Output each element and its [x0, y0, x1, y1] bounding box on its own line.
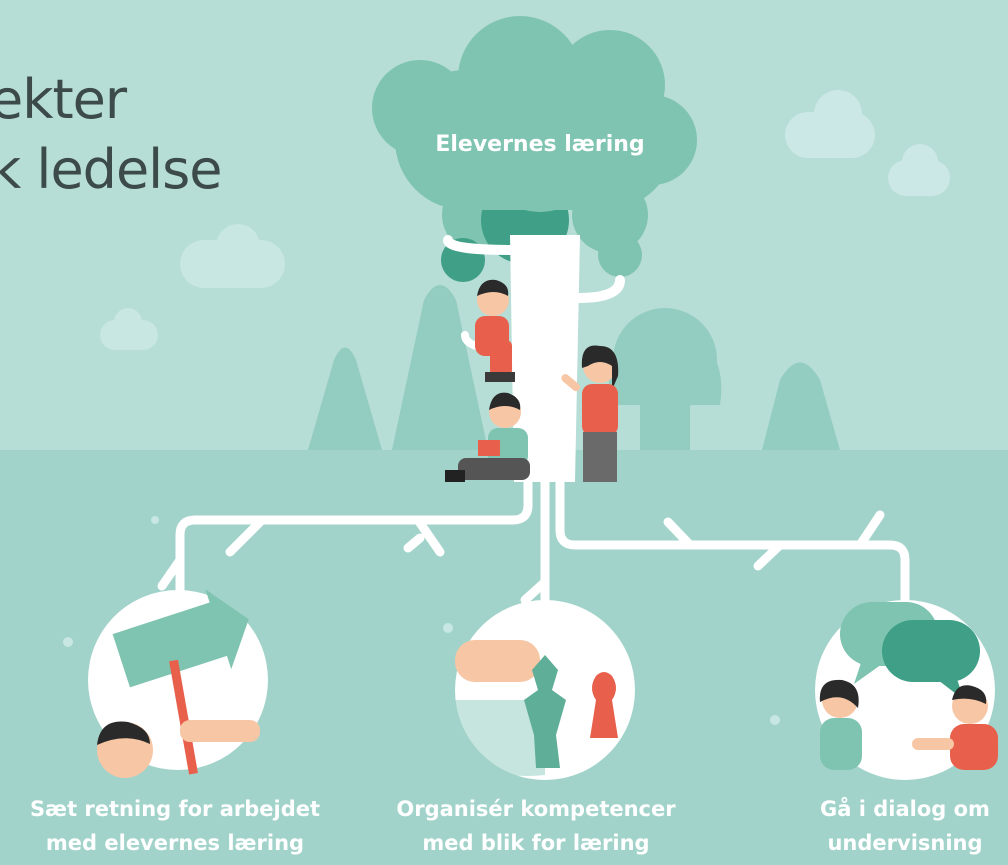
title-line-2: k ledelse	[0, 138, 223, 201]
cloud-icon	[785, 90, 875, 158]
root-branches	[157, 475, 910, 617]
branch-caption-dialog: Gå i dialog om undervisning	[790, 792, 1008, 860]
background-tree-icon	[608, 308, 722, 450]
speech-bubbles-icon	[815, 600, 998, 780]
caption-line: med elevernes læring	[45, 831, 305, 855]
background-tree-icon	[392, 285, 488, 450]
background-tree-icon	[308, 347, 382, 450]
title-line-1: ekter	[0, 68, 127, 131]
branch-caption-competencies: Organisér kompetencer med blik for lærin…	[366, 792, 706, 860]
child-sitting-reading	[445, 392, 530, 482]
signpost-icon	[88, 589, 268, 778]
caption-line: med blik for læring	[422, 831, 650, 855]
tree-trunk	[510, 235, 580, 482]
cloud-icon	[180, 224, 285, 288]
caption-line: Gå i dialog om	[820, 797, 990, 821]
background-tree-icon	[762, 362, 840, 450]
cloud-icon	[100, 308, 158, 350]
chess-pieces-icon	[455, 600, 635, 780]
child-sitting-on-branch	[475, 279, 515, 382]
caption-line: undervisning	[827, 831, 983, 855]
tree-label: Elevernes læring	[435, 132, 645, 157]
branch-caption-direction: Sæt retning for arbejdet med elevernes l…	[0, 792, 350, 860]
caption-line: Organisér kompetencer	[396, 797, 676, 821]
cloud-icon	[888, 144, 950, 196]
child-standing	[561, 345, 619, 482]
caption-line: Sæt retning for arbejdet	[29, 797, 321, 821]
